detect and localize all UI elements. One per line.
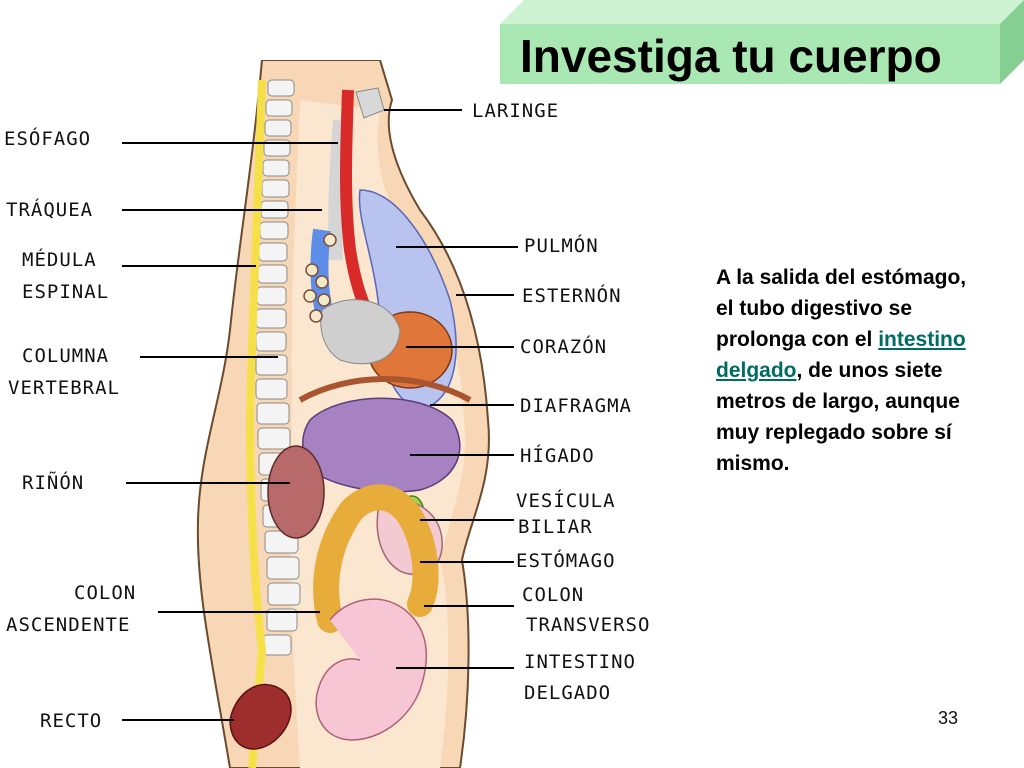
small-intestine: [315, 598, 427, 741]
description-after: , de unos siete metros de largo, aunque …: [716, 359, 960, 475]
label-estomago: ESTÓMAGO: [516, 550, 616, 572]
label-pulmon: PULMÓN: [524, 235, 599, 257]
label-intestino-1: INTESTINO: [524, 651, 636, 673]
label-colon-trans-1: COLON: [522, 584, 585, 606]
diaphragm: [298, 376, 472, 403]
label-colon-asc-1: COLON: [74, 582, 137, 604]
description-text: A la salida del estómago, el tubo digest…: [716, 262, 976, 479]
label-higado: HÍGADO: [520, 445, 595, 467]
page-number: 33: [938, 708, 959, 728]
label-columna-1: COLUMNA: [22, 345, 110, 367]
trachea: [328, 119, 347, 261]
label-esofago: ESÓFAGO: [4, 128, 92, 150]
spinal-cord: [245, 79, 267, 768]
rectum: [229, 683, 292, 750]
slide-title: Investiga tu cuerpo: [520, 30, 942, 82]
label-rinon: RIÑÓN: [22, 472, 85, 494]
lymph-nodes: [303, 233, 337, 323]
label-traquea: TRÁQUEA: [6, 199, 94, 221]
title-banner-top: [500, 0, 1024, 24]
label-intestino-2: DELGADO: [524, 682, 612, 704]
description-before: A la salida del estómago, el tubo digest…: [716, 266, 967, 351]
label-diafragma: DIAFRAGMA: [520, 395, 632, 417]
liver: [302, 397, 461, 493]
intestino-delgado-link[interactable]: intestino delgado: [716, 328, 966, 382]
label-recto: RECTO: [40, 710, 103, 732]
label-colon-trans-2: TRANSVERSO: [526, 614, 651, 636]
label-vesicula-1: VESÍCULA: [516, 490, 616, 512]
label-colon-asc-2: ASCENDENTE: [6, 614, 131, 636]
label-columna-2: VERTEBRAL: [8, 377, 120, 399]
leader-lines: [122, 109, 518, 721]
label-medula-2: ESPINAL: [22, 281, 110, 303]
lung-base: [320, 299, 401, 365]
label-corazon: CORAZÓN: [520, 336, 608, 358]
title-banner-side: [1000, 0, 1024, 84]
kidney: [267, 445, 325, 539]
title-banner-front: [500, 24, 1000, 84]
label-esternon: ESTERNÓN: [522, 285, 622, 307]
label-vesicula-2: BILIAR: [518, 516, 593, 538]
label-laringe: LARINGE: [472, 100, 560, 122]
anatomy-diagram: [122, 60, 518, 768]
title-banner: [500, 0, 1024, 84]
label-medula-1: MÉDULA: [22, 249, 97, 271]
